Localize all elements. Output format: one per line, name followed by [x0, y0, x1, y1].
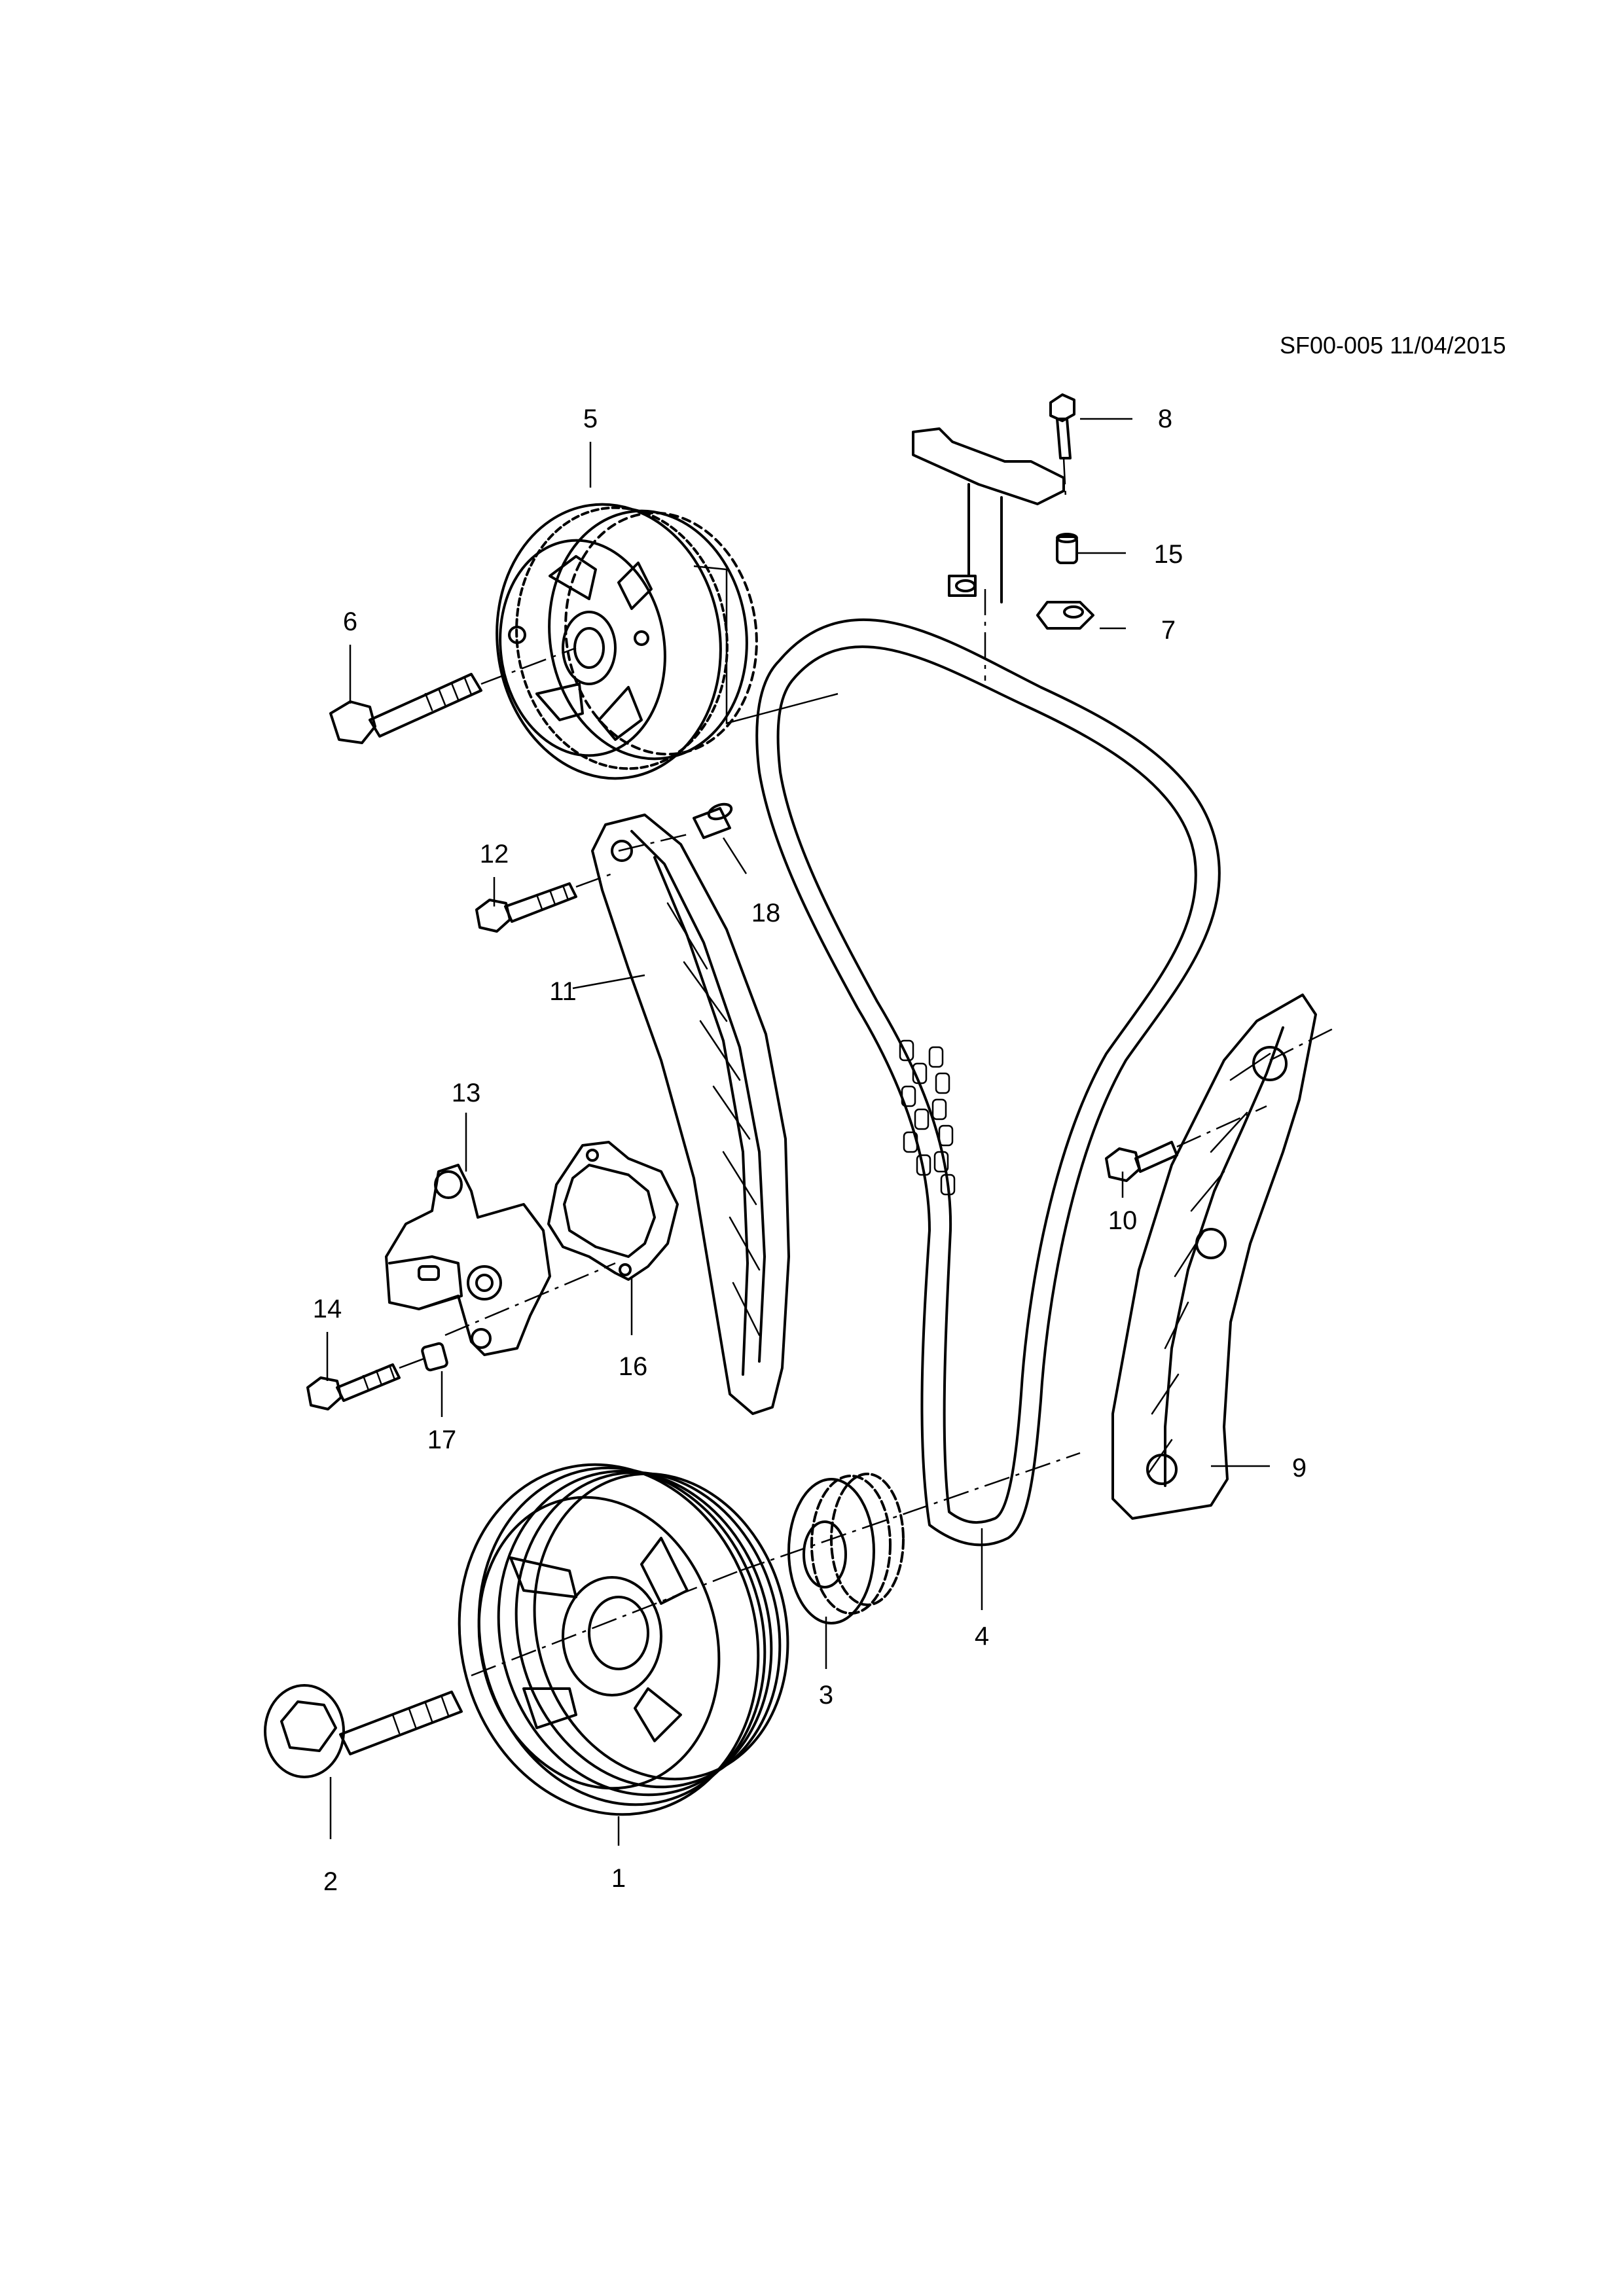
- callout-3: 3: [818, 1681, 834, 1710]
- tensioner-bolt-icon: [306, 1357, 426, 1410]
- callout-17: 17: [427, 1426, 457, 1454]
- sleeve-icon: [421, 1342, 448, 1372]
- bracket-bush-icon: [912, 427, 1094, 681]
- callout-11: 11: [549, 977, 577, 1006]
- diagram-code: SF00-005 11/04/2015: [1280, 332, 1506, 359]
- callout-15: 15: [1153, 540, 1183, 569]
- crankshaft-pulley-icon: [458, 1463, 789, 1816]
- tensioner-rail-bolt-icon: [475, 872, 613, 933]
- camshaft-adjuster-icon: [496, 503, 839, 780]
- timing-chain-icon: [755, 618, 1221, 1547]
- callout-14: 14: [312, 1295, 342, 1323]
- callout-18: 18: [751, 899, 781, 927]
- tensioner-rail-icon: [591, 814, 790, 1415]
- callout-6: 6: [342, 607, 358, 636]
- callout-5: 5: [583, 404, 598, 433]
- callout-10: 10: [1108, 1206, 1138, 1235]
- callout-16: 16: [618, 1352, 648, 1381]
- pulley-bolt-icon: [264, 1684, 463, 1778]
- callout-4: 4: [974, 1622, 990, 1651]
- crankshaft-sprocket-icon: [739, 1452, 1081, 1624]
- sleeve-icon: [693, 802, 733, 839]
- callout-12: 12: [479, 840, 509, 869]
- tensioner-gasket-icon: [547, 1141, 679, 1281]
- callout-1: 1: [611, 1864, 626, 1893]
- sleeve-icon: [1056, 533, 1078, 564]
- callout-13: 13: [451, 1079, 481, 1107]
- leader-lines: [326, 418, 1270, 1846]
- guide-rail-bolt-icon: [1105, 1105, 1267, 1182]
- chain-tensioner-icon: [385, 1164, 616, 1356]
- fixed-guide-rail-icon: [1111, 994, 1336, 1520]
- callout-9: 9: [1291, 1454, 1307, 1482]
- callout-2: 2: [323, 1867, 338, 1896]
- callout-7: 7: [1161, 616, 1176, 645]
- adjuster-bolt-icon: [329, 647, 577, 744]
- callout-8: 8: [1157, 404, 1173, 433]
- guide-rail-bolt-icon: [1049, 393, 1075, 498]
